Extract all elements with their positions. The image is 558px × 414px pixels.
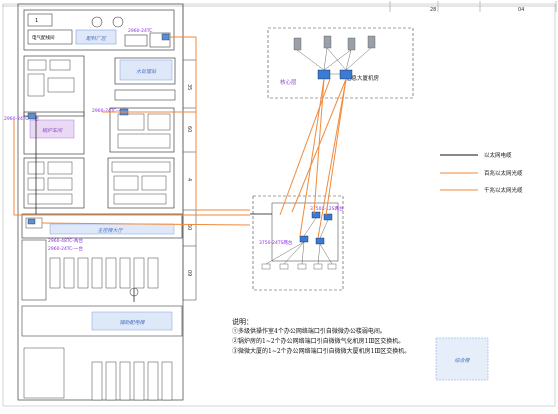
switch-icon: [315, 237, 325, 245]
purple-switch-label-1: 2960-24TC-一台: [4, 115, 40, 122]
outer-frame: [2, 3, 556, 407]
server-icon: [293, 35, 376, 51]
legend-ethernet: 以太网电缆: [484, 151, 512, 159]
ups-label-2: 2960-24TC-一台: [48, 245, 84, 252]
note-1: ①多级供操作室4个办公网络端口引自微微办公楼弱电间。: [232, 328, 386, 335]
switch-icon: [299, 235, 309, 243]
top-ruler: [2, 1, 557, 12]
purple-zone-a: 锅炉车间: [42, 127, 63, 134]
switch-icon: [311, 211, 321, 219]
legend-singlemode: 千兆以太网光缆: [484, 186, 523, 194]
purple-switch-label-2: 2960-24TC-一台: [92, 107, 128, 114]
row-label-1: 35: [186, 84, 192, 90]
top-building: [23, 9, 175, 51]
blue-zone-2: 水处理站: [136, 68, 157, 75]
legend-multimode: 百兆以太网光缆: [484, 169, 523, 177]
ups-label-1: 2960-48TC-两台: [48, 237, 84, 244]
core-room-label: 信息大厦机房: [346, 74, 380, 82]
row-label-3: 4: [186, 178, 192, 181]
note-3: ③微微大厦的1~2个办公网络端口引自微微大厦机房1Ⅲ区交换机。: [232, 348, 411, 355]
switch-icon: [27, 112, 37, 120]
top-left-b: 电气配线间: [32, 34, 55, 41]
right-row-dividers: [183, 59, 196, 301]
fiber-links: [13, 36, 347, 239]
switch-3750-a: 3750-24TS两台: [259, 239, 293, 246]
switch-icon: [27, 218, 36, 225]
router-icon: [317, 69, 331, 80]
notes-block: 说明： ①多级供操作室4个办公网络端口引自微微办公楼弱电间。 ②锅炉房的1~2个…: [232, 317, 432, 357]
row-label-5: 09: [186, 270, 192, 276]
top-left-a: 1: [35, 18, 38, 24]
legend: [440, 154, 478, 191]
router-icon: [339, 69, 353, 80]
core-layer-box: [267, 27, 414, 99]
ethernet-cables: [35, 116, 272, 302]
note-2: ②锅炉房的1~2个办公网络端口引自微微气化机房1Ⅲ区交换机。: [232, 338, 405, 345]
core-label: 核心层: [280, 78, 297, 86]
notes-title: 说明：: [232, 318, 253, 326]
row-label-4: 60: [186, 224, 192, 230]
top-number-2: 04: [518, 7, 524, 13]
switch-icon: [323, 213, 333, 221]
top-number-1: 28: [430, 7, 436, 13]
right-blue-label: 综合楼: [454, 357, 470, 364]
switch-2960-top: 2960-24TC: [128, 28, 152, 34]
blue-zone-3: 主控楼大厅: [97, 227, 123, 234]
blue-zone-1: 配料厂区: [86, 35, 107, 42]
switch-icon: [161, 33, 170, 41]
bottom-block-label: 辅助配电楼: [119, 319, 145, 326]
row-label-2: 60: [186, 126, 192, 132]
